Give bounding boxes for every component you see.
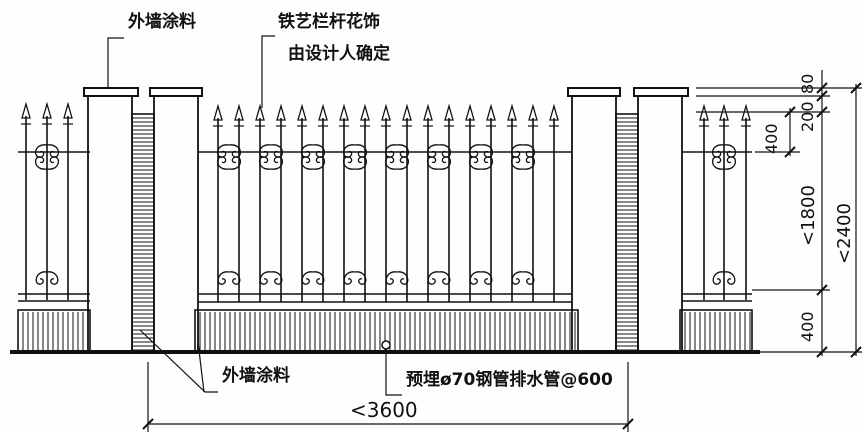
fence-picket <box>381 103 391 302</box>
base-scroll-ornament <box>35 271 59 285</box>
scroll-ornament <box>469 144 493 170</box>
scroll-ornament <box>259 144 283 170</box>
dim-label-80: 80 <box>798 73 817 94</box>
base-scroll-ornament <box>343 271 367 285</box>
left-low-wall <box>17 309 91 353</box>
right-fence-pickets <box>699 103 751 300</box>
right-low-wall-hatching <box>684 312 751 350</box>
left-outer-pier-cap <box>83 87 139 97</box>
fence-picket <box>507 103 517 302</box>
fence-picket <box>719 103 729 300</box>
drain-pipe-label: 预埋ø70钢管排水管@600 <box>406 370 613 390</box>
scroll-ornament <box>35 144 59 170</box>
scroll-ornament <box>712 144 736 170</box>
scroll-ornament <box>301 144 325 170</box>
base-scroll-ornament <box>217 271 241 285</box>
left-inner-pier <box>153 95 199 353</box>
left-fence-pickets <box>21 101 73 300</box>
base-scroll-ornament <box>511 271 535 285</box>
right-low-wall <box>679 309 753 353</box>
left-outer-pier <box>87 95 133 353</box>
right-brick-hatching <box>616 117 638 351</box>
right-outer-pier <box>637 95 683 353</box>
scroll-ornament <box>217 144 241 170</box>
base-scroll-ornament <box>712 271 736 285</box>
fence-picket <box>297 103 307 302</box>
fence-picket <box>549 103 559 302</box>
drain-pipe-marker <box>381 340 391 350</box>
ironwork-label-line2: 由设计人确定 <box>288 44 390 64</box>
wall-coating-label-top: 外墙涂料 <box>128 12 196 32</box>
left-brick-hatching <box>132 117 154 351</box>
scroll-ornament <box>385 144 409 170</box>
scroll-ornament <box>343 144 367 170</box>
dim-label-400-top: 400 <box>762 123 781 154</box>
scroll-ornament <box>511 144 535 170</box>
leader-lines <box>107 35 402 396</box>
fence-picket <box>255 103 265 302</box>
base-scroll-ornament <box>385 271 409 285</box>
dim-label-200: 200 <box>798 101 817 132</box>
base-scroll-ornament <box>469 271 493 285</box>
width-dimension-label: <3600 <box>350 398 418 422</box>
base-scroll-ornament <box>427 271 451 285</box>
fence-picket <box>63 101 73 300</box>
height-dimensions <box>696 70 862 358</box>
fence-picket <box>465 103 475 302</box>
middle-fence-pickets <box>213 103 559 302</box>
fence-picket <box>741 103 751 300</box>
fence-picket <box>42 101 52 300</box>
dim-label-1800: <1800 <box>798 185 819 246</box>
right-outer-pier-cap <box>633 87 689 97</box>
width-dimension <box>142 362 634 432</box>
base-scroll-ornament <box>259 271 283 285</box>
right-inner-pier-cap <box>567 87 621 97</box>
dim-label-2400: <2400 <box>834 203 855 264</box>
scroll-ornament <box>427 144 451 170</box>
middle-fence-rails <box>198 151 572 303</box>
ironwork-label-line1: 铁艺栏杆花饰 <box>278 12 380 32</box>
fence-picket <box>699 103 709 300</box>
fence-picket <box>213 103 223 302</box>
left-low-wall-hatching <box>22 312 89 350</box>
fence-picket <box>21 101 31 300</box>
base-scroll-ornament <box>301 271 325 285</box>
fence-picket <box>339 103 349 302</box>
wall-coating-label-bottom: 外墙涂料 <box>222 366 290 386</box>
dim-label-400-base: 400 <box>798 311 817 342</box>
fence-picket <box>423 103 433 302</box>
left-inner-pier-cap <box>149 87 203 97</box>
middle-low-wall-hatching <box>199 312 576 350</box>
